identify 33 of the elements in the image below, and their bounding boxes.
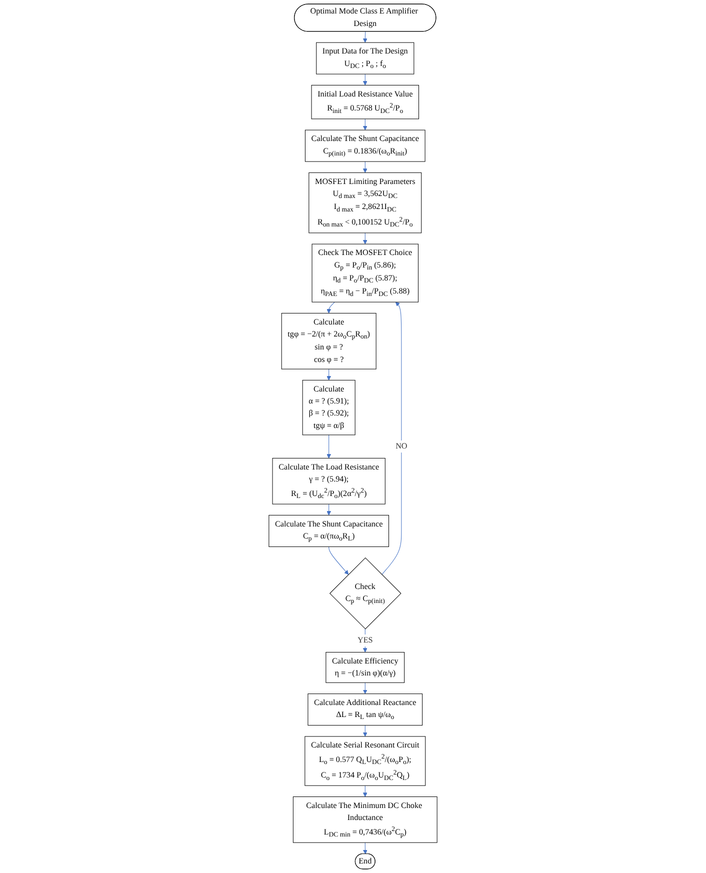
process-box: Calculate tgφ = −2/(π + 2ω$_{o}$C$_{p}$R$_{on}$) sin φ = ? cos φ = ?	[281, 312, 376, 370]
process-box: Calculate The Shunt Capacitance C$_{p(init)}$ = 0.1836/(ω$_{o}$R$_{init}$)	[304, 130, 426, 162]
arrow	[362, 74, 368, 86]
process-box: Calculate The Shunt Capacitance C$_{p}$ = α/(πω$_{o}$R$_{L}$)	[268, 514, 389, 547]
arrow	[362, 785, 368, 797]
arrow	[362, 725, 368, 737]
decision-diamond: Check C$_{p}$ ≈ C$_{p(init)}$	[329, 558, 402, 630]
process-box: Calculate Efficiency η = −(1/sin φ)(α/γ)	[326, 652, 405, 683]
process-box: Calculate α = ? (5.91); β = ? (5.92); tgψ = α/β	[302, 380, 356, 436]
terminal-ellipse: Optimal Mode Class E Amplifier Design	[294, 4, 436, 32]
process-box: Check The MOSFET Choice G$_{p}$ = P$_{o}$/P$_{in}$ (5.86); η$_{d}$ = P$_{o}$/P$_{DC}$ (5.87); η$_{PAE}$ = η$_{d}$ − P$_{in}$/P$_{DC}$ (5.88)	[312, 244, 418, 302]
edge-label: YES	[357, 634, 373, 647]
arrow	[362, 118, 368, 130]
arrow	[328, 546, 349, 575]
process-box: Input Data for The Design U$_{DC}$ ; P$_{o}$ ; f$_{o}$	[316, 42, 414, 74]
arrow	[326, 368, 332, 380]
process-box: MOSFET Limiting Parameters U$_{d max}$ = 3,562U$_{DC}$ I$_{d max}$ = 2,8621I$_{DC}$ R$_{on max}$ < 0,100152 U$_{DC}$$^{2}$/P$_{o}$	[308, 172, 422, 234]
edge-label: NO	[396, 440, 408, 453]
terminal-ellipse: End	[354, 854, 376, 870]
process-box: Calculate Serial Resonant Circuit L$_{o}$ = 0.577 Q$_{L}$U$_{DC}$$^{2}$/(ω$_{o}$P$_{o}$); C$_{o}$ = 1734 P$_{o}$/(ω$_{o}$U$_{DC}$$^{2}$Q$_{L}$)	[304, 736, 426, 786]
arrow	[362, 232, 368, 244]
arrow	[362, 31, 368, 43]
arrow	[382, 302, 402, 575]
process-box: Calculate The Load Resistance γ = ? (5.94); R$_{L}$ = (U$_{dc}$$^{2}$/P$_{o}$)(2α$^{2}$/γ$^{2}$)	[272, 458, 386, 504]
arrow	[362, 682, 368, 694]
arrow	[326, 434, 332, 458]
arrow	[362, 842, 368, 854]
arrow	[326, 302, 335, 314]
arrow	[362, 161, 368, 173]
arrow	[326, 504, 332, 516]
process-box: Initial Load Resistance Value R$_{init}$ = 0.5768 U$_{DC}$$^{2}$/P$_{o}$	[311, 84, 419, 120]
process-box: Calculate Additional Reactance ΔL = R$_{L}$ tan ψ/ω$_{o}$	[308, 694, 423, 726]
process-box: Calculate The Minimum DC Choke Inductance L$_{DC min}$ = 0,7436/(ω$^{2}$C$_{p}$)	[292, 796, 438, 843]
